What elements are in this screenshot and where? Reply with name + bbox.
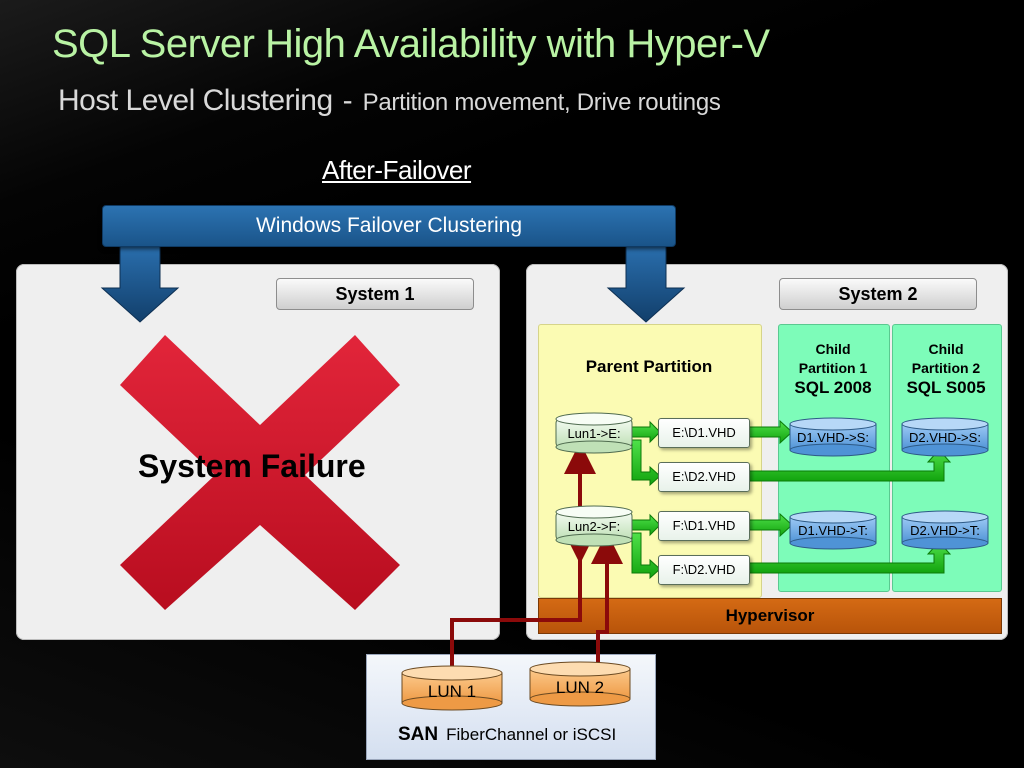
arrow-fd1-to-d1t <box>744 512 793 538</box>
child1-line2: Partition 1 <box>798 360 868 376</box>
san-routing-lines <box>450 442 623 670</box>
vhd-f-d1: F:\D1.VHD <box>658 511 750 541</box>
windows-failover-clustering-bar: Windows Failover Clustering <box>102 205 676 247</box>
san-label: SAN <box>398 724 439 745</box>
child2-sql-name: SQL S005 <box>906 378 986 397</box>
arrow-lun1-to-ed1 <box>631 420 661 444</box>
d2-t-disk: D2.VHD->T: <box>901 510 989 550</box>
d2-s-label: D2.VHD->S: <box>909 430 981 445</box>
hypervisor-bar: Hypervisor <box>538 598 1002 634</box>
parent-partition-title: Parent Partition <box>585 357 713 376</box>
d1-s-disk: D1.VHD->S: <box>789 417 877 457</box>
subtitle-rest: Partition movement, Drive routings <box>362 89 721 116</box>
subtitle-main: Host Level Clustering <box>58 84 333 117</box>
d1-s-label: D1.VHD->S: <box>797 430 869 445</box>
vhd-e-d2: E:\D2.VHD <box>658 462 750 492</box>
san-lun1-disk: LUN 1 <box>401 665 503 711</box>
arrow-lun2-to-fd1 <box>631 513 661 537</box>
d1-t-label: D1.VHD->T: <box>798 523 868 538</box>
child2-line2: Partition 2 <box>911 360 981 376</box>
system1-label: System 1 <box>276 278 474 310</box>
failure-x-mark <box>120 335 400 610</box>
san-lun2-label: LUN 2 <box>556 678 604 697</box>
child1-line1: Child <box>815 341 851 357</box>
d2-t-label: D2.VHD->T: <box>910 523 980 538</box>
subtitle-separator: - <box>342 84 353 117</box>
cluster-arrow-system2 <box>606 244 686 323</box>
san-lun1-label: LUN 1 <box>428 682 476 701</box>
slide-subtitle: Host Level Clustering-Partition movement… <box>58 84 721 118</box>
child2-caption: Child Partition 2 SQL S005 <box>892 340 1000 397</box>
san-lun2-disk: LUN 2 <box>529 661 631 707</box>
cluster-arrow-system1 <box>100 244 180 323</box>
vhd-f-d2: F:\D2.VHD <box>658 555 750 585</box>
arrow-ed1-to-d1s <box>744 419 793 445</box>
route-lun2 <box>591 532 623 665</box>
lun1-map-label: Lun1->E: <box>567 426 620 441</box>
lun2-map-disk: Lun2->F: <box>555 505 633 547</box>
san-caption: SAN FiberChannel or iSCSI <box>398 724 616 746</box>
child1-caption: Child Partition 1 SQL 2008 <box>778 340 888 397</box>
system-failure-text: System Failure <box>138 448 366 484</box>
arrow-lun1-to-ed2 <box>631 439 661 487</box>
d2-s-disk: D2.VHD->S: <box>901 417 989 457</box>
vhd-e-d1: E:\D1.VHD <box>658 418 750 448</box>
lun1-map-disk: Lun1->E: <box>555 412 633 454</box>
route-lun1 <box>450 442 596 670</box>
d1-t-disk: D1.VHD->T: <box>789 510 877 550</box>
san-transport: FiberChannel or iSCSI <box>446 725 617 744</box>
slide-title: SQL Server High Availability with Hyper-… <box>52 22 770 66</box>
after-failover-heading: After-Failover <box>322 155 472 185</box>
child2-line1: Child <box>928 341 964 357</box>
arrow-lun2-to-fd2 <box>631 532 661 580</box>
lun2-map-label: Lun2->F: <box>568 519 620 534</box>
system2-label: System 2 <box>779 278 977 310</box>
child1-sql-name: SQL 2008 <box>794 378 872 397</box>
